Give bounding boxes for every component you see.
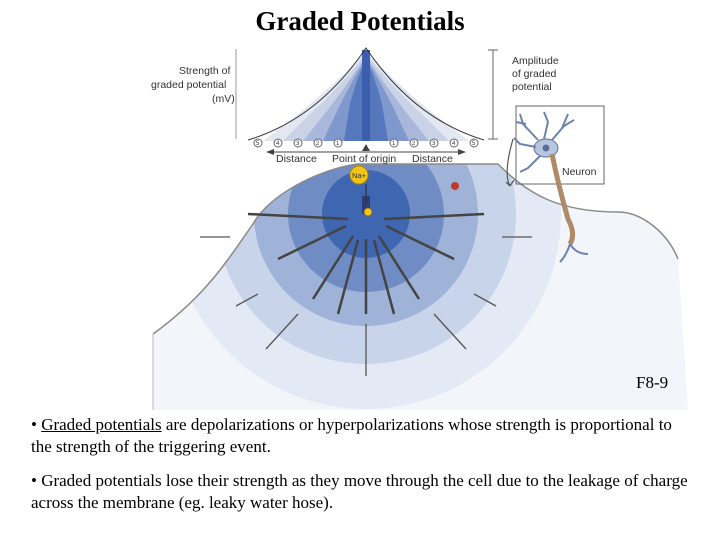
distance-left-label: Distance — [276, 153, 317, 165]
distance-right-label: Distance — [412, 153, 453, 165]
amplitude-label-1: Amplitude — [512, 55, 559, 67]
bullet-item-2: • Graded potentials lose their strength … — [31, 470, 696, 514]
graded-potential-diagram: Na+ 5 4 3 2 — [148, 44, 708, 410]
y-axis-label-3: (mV) — [212, 93, 235, 105]
neuron-label: Neuron — [562, 166, 597, 178]
amplitude-label-2: of graded — [512, 68, 557, 80]
graded-potentials-link[interactable]: Graded potentials — [41, 415, 161, 434]
y-axis-label-2: graded potential — [151, 79, 226, 91]
bullet-list: • Graded potentials are depolarizations … — [31, 414, 696, 526]
stimulus-marker — [451, 182, 459, 190]
sodium-ion-label: Na+ — [352, 171, 367, 180]
amplitude-label-3: potential — [512, 81, 552, 93]
figure-code: F8-9 — [636, 373, 668, 393]
graded-potential-figure: Na+ 5 4 3 2 — [148, 44, 708, 410]
y-axis-label-1: Strength of — [179, 65, 230, 77]
slide-title: Graded Potentials — [0, 6, 720, 37]
point-of-origin-label: Point of origin — [332, 153, 396, 165]
bullet-item-1: • Graded potentials are depolarizations … — [31, 414, 696, 458]
potential-graph — [248, 48, 484, 141]
